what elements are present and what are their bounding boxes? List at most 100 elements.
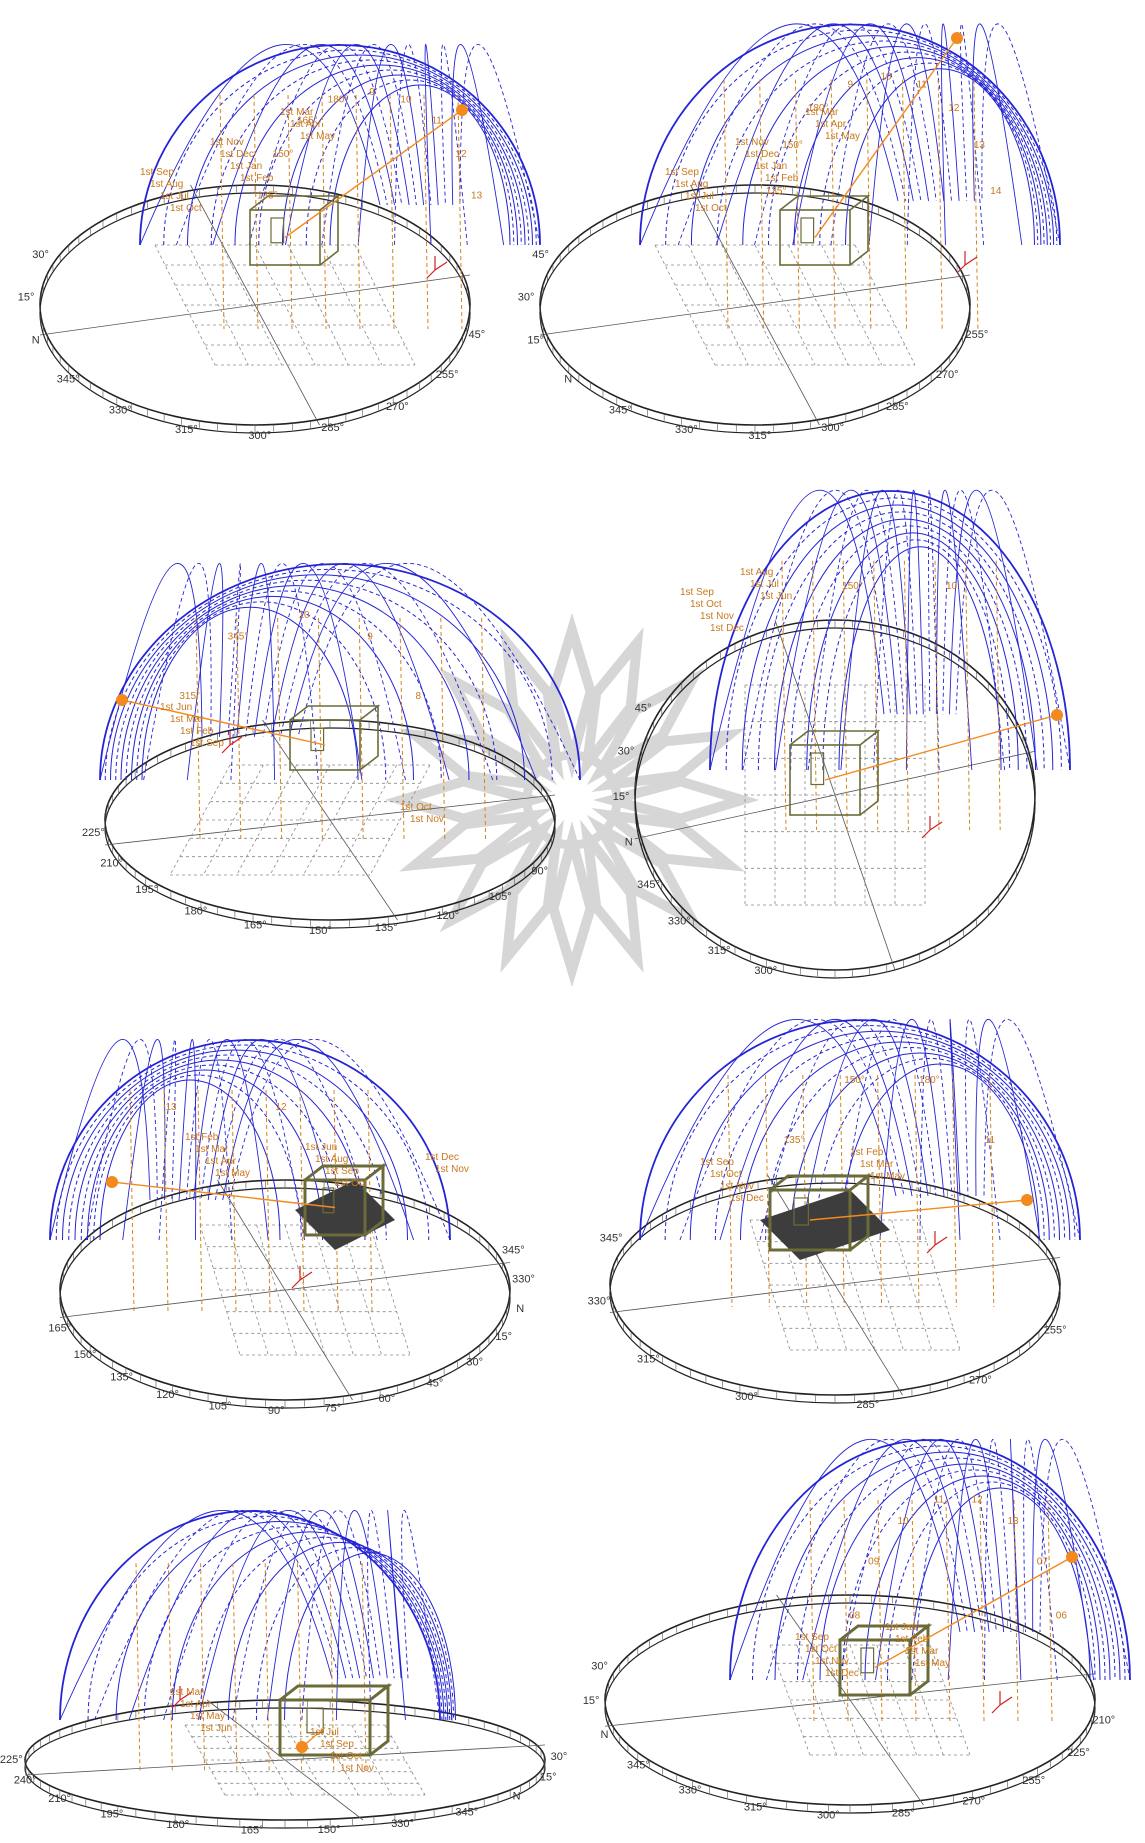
hour-line — [729, 1438, 961, 1681]
compass-degree-label: 150° — [309, 925, 332, 937]
compass-degree-label: 300° — [754, 965, 777, 977]
sun-ray — [284, 109, 463, 239]
dome-outline — [59, 1510, 441, 1721]
hour-line — [830, 23, 937, 246]
sunpath-panel: 45°30°15°N345°330°315°300°285°270°255°1s… — [518, 23, 1061, 442]
analemma-line — [877, 1499, 883, 1722]
day-path-arc — [842, 1469, 1106, 1681]
hour-line — [639, 23, 899, 246]
floor-grid-line — [822, 1644, 864, 1756]
month-label: 1st Sep — [320, 1739, 354, 1750]
axis-y — [921, 829, 931, 839]
compass-degree-label: 285° — [856, 1399, 879, 1411]
floor-grid-line — [862, 1219, 904, 1351]
compass-degree-label: 45° — [427, 1378, 444, 1390]
hour-line — [935, 489, 973, 771]
month-label: 1st Dec — [730, 1193, 764, 1204]
compass-degree-label: 225° — [0, 1754, 23, 1766]
hour-label: 9 — [848, 80, 854, 91]
day-path-arc — [665, 30, 1058, 246]
axis-gizmo-icon — [921, 816, 943, 839]
month-label: 1st Feb — [185, 1132, 219, 1143]
compass-degree-label: 330° — [512, 1273, 535, 1285]
watermark-petal — [548, 612, 596, 780]
compass-degree-label: 330° — [679, 1785, 702, 1797]
hour-line — [297, 563, 581, 781]
hour-label: 10 — [298, 610, 310, 621]
month-label: 1st Aug — [315, 1154, 348, 1165]
hour-label: 135° — [257, 191, 278, 202]
analemma-line — [163, 1089, 169, 1313]
dome-outline — [639, 1019, 1081, 1241]
day-path-arc — [690, 35, 1055, 246]
axis-x — [229, 736, 243, 746]
analemma-line — [781, 560, 787, 831]
compass-degree-label: 30° — [551, 1751, 568, 1763]
hour-label: 13 — [165, 1102, 177, 1113]
building-shadow — [760, 1190, 890, 1260]
compass-degree-label: 45° — [469, 329, 486, 341]
compass-degree-label: 315° — [708, 945, 731, 957]
hour-line — [639, 1019, 897, 1241]
day-path-arc — [838, 546, 1002, 771]
hour-line — [59, 1510, 333, 1721]
hour-line — [1023, 1438, 1058, 1681]
day-path-arc — [284, 1552, 456, 1721]
compass-degree-label: 345° — [609, 404, 632, 416]
hour-label: 14 — [990, 186, 1002, 197]
building-opening — [322, 1187, 335, 1214]
floor-grid-line — [777, 1219, 819, 1351]
day-path-arc — [815, 1058, 1045, 1241]
compass-degree-label: 195° — [135, 884, 158, 896]
axis-x — [999, 1696, 1013, 1706]
compass-degree-label: 30° — [518, 292, 535, 304]
hour-line — [949, 1019, 961, 1241]
compass-degree-label: 15° — [613, 791, 630, 803]
compass-degree-label: 165° — [241, 1824, 264, 1836]
hour-line — [451, 44, 505, 246]
compass-degree-label: 345° — [637, 879, 660, 891]
hour-line — [158, 1039, 177, 1241]
analemma-line — [129, 1089, 135, 1313]
horizon-ring-lower — [39, 192, 471, 434]
analemma-line — [1047, 1499, 1053, 1722]
day-path-arc — [110, 574, 525, 781]
month-label: 1st Sep — [680, 587, 714, 598]
day-path-arc — [305, 79, 515, 246]
compass-degree-label: N — [513, 1791, 521, 1803]
sunpath-dome — [59, 1509, 456, 1721]
hour-line — [754, 23, 922, 246]
compass-degree-label: 300° — [817, 1810, 840, 1822]
analemma-line — [195, 617, 201, 841]
month-label: 1st Mar — [195, 1144, 229, 1155]
month-label: 1st May — [870, 1171, 905, 1182]
analemma-line — [839, 1074, 845, 1308]
compass-degree-label: 180° — [166, 1819, 189, 1831]
hour-line — [424, 44, 439, 246]
day-path-arc — [141, 606, 359, 781]
hour-line — [357, 44, 425, 246]
hour-line — [879, 1019, 945, 1241]
hour-line — [175, 44, 388, 246]
building-opening — [860, 1647, 875, 1674]
month-label: 1st Jun — [200, 1723, 232, 1734]
analemma-line — [481, 617, 487, 841]
compass-degree-label: 270° — [386, 401, 409, 413]
hour-line — [742, 489, 891, 771]
axis-x — [929, 821, 943, 831]
month-label: 1st Nov — [735, 137, 769, 148]
day-path-arc — [87, 1516, 443, 1721]
month-label: 1st Oct — [170, 203, 202, 214]
building-model — [249, 209, 321, 266]
sunpath-panel: 225°210°195°180°165°150°135°120°105°90°1… — [82, 562, 581, 937]
watermark-petal — [586, 814, 705, 933]
compass-degree-label: 345° — [57, 373, 80, 385]
day-path-arc — [664, 1024, 1076, 1241]
horizon-ring-lower — [604, 1602, 1096, 1814]
compass-degree-label: 255° — [1044, 1324, 1067, 1336]
day-path-arc — [55, 1044, 430, 1241]
hour-label: 150° — [842, 581, 863, 592]
day-path-arc — [93, 1074, 302, 1241]
